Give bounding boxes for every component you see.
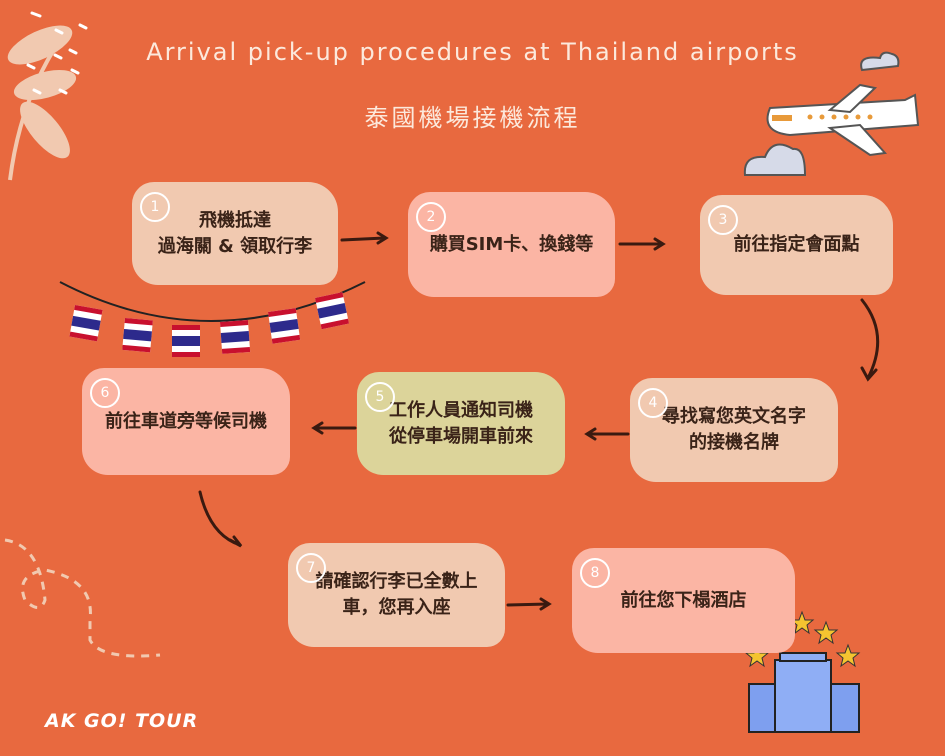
hotel-icon — [744, 610, 861, 733]
step-label: 工作人員通知司機 從停車場開車前來 — [389, 399, 533, 447]
title-english: Arrival pick-up procedures at Thailand a… — [146, 38, 799, 66]
step-number: 7 — [296, 553, 326, 583]
arrow-6-7 — [198, 490, 243, 548]
step-7-box: 7 請確認行李已全數上 車，您再入座 — [288, 543, 505, 647]
step-number: 6 — [90, 378, 120, 408]
arrow-4-5 — [584, 427, 630, 441]
step-number: 8 — [580, 558, 610, 588]
brand-logo: AK GO! TOUR — [45, 710, 199, 732]
step-2-box: 2 購買SIM卡、換錢等 — [408, 192, 615, 297]
step-label: 尋找寫您英文名字 的接機名牌 — [662, 406, 806, 453]
step-3-box: 3 前往指定會面點 — [700, 195, 893, 295]
step-4-box: 4 尋找寫您英文名字 的接機名牌 — [630, 378, 838, 482]
step-label: 前往車道旁等候司機 — [105, 410, 267, 432]
step-number: 5 — [365, 382, 395, 412]
step-1-box: 1 飛機抵達 過海關 & 領取行李 — [132, 182, 338, 285]
thai-flag-bunting-icon — [59, 281, 366, 357]
arrow-3-4 — [860, 298, 880, 382]
step-8-box: 8 前往您下榻酒店 — [572, 548, 795, 653]
step-number: 1 — [140, 192, 170, 222]
step-label: 前往您下榻酒店 — [620, 589, 747, 611]
airplane-icon — [743, 51, 920, 176]
step-label: 飛機抵達 過海關 & 領取行李 — [157, 209, 313, 257]
flow-arrows — [198, 231, 880, 611]
step-number: 2 — [416, 202, 446, 232]
arrow-1-2 — [340, 231, 389, 245]
arrow-5-6 — [311, 421, 357, 435]
step-number: 4 — [638, 388, 668, 418]
step-label: 前往指定會面點 — [733, 234, 860, 255]
step-6-box: 6 前往車道旁等候司機 — [82, 368, 290, 475]
dash-marks-icon — [26, 11, 88, 95]
leaf-branch-icon — [7, 25, 77, 181]
arrow-2-3 — [618, 237, 666, 251]
step-number: 3 — [708, 205, 738, 235]
step-label: 請確認行李已全數上 車，您再入座 — [315, 571, 478, 618]
arrow-7-8 — [506, 597, 552, 611]
step-5-box: 5 工作人員通知司機 從停車場開車前來 — [357, 372, 565, 475]
dashed-swirl-icon — [4, 538, 161, 658]
step-label: 購買SIM卡、換錢等 — [429, 233, 594, 255]
title-chinese: 泰國機場接機流程 — [364, 104, 581, 132]
